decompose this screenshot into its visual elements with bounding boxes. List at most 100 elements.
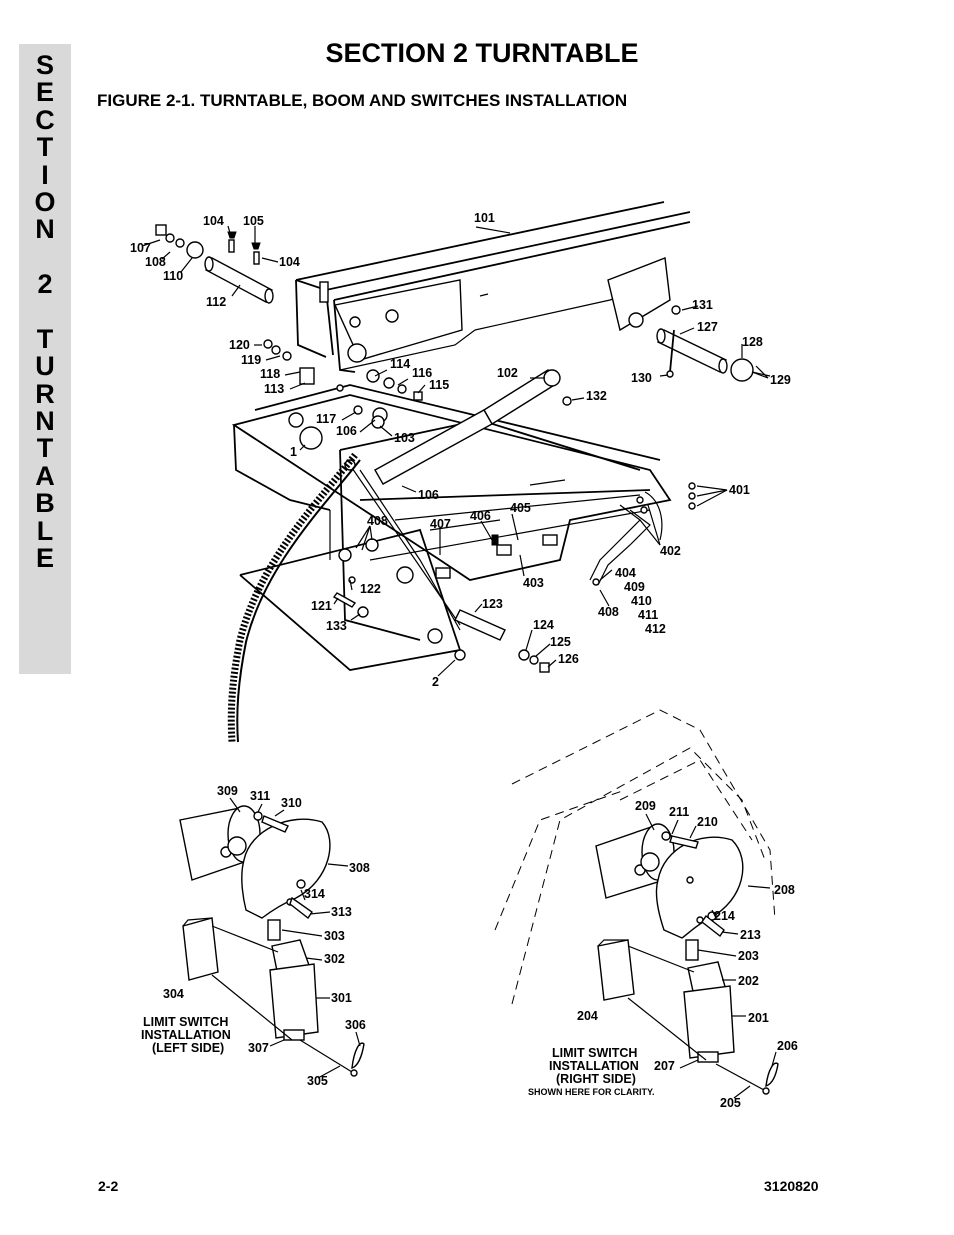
callout-119: 119 (241, 353, 261, 367)
callout-1: 1 (290, 445, 297, 459)
side-tab-letter: S (35, 50, 54, 80)
leader-lines-top (141, 225, 769, 677)
boom-drawing (295, 201, 691, 373)
caption-right-note: SHOWN HERE FOR CLARITY. (528, 1087, 655, 1097)
limit-switch-left-drawing (179, 797, 365, 1079)
callout-410: 410 (631, 594, 652, 608)
callout-205: 205 (720, 1096, 741, 1110)
callout-311: 311 (250, 789, 270, 803)
side-tab-letter: E (35, 543, 54, 574)
callout-127: 127 (697, 320, 718, 334)
callout-130: 130 (631, 371, 652, 385)
callout-314: 314 (304, 887, 325, 901)
callout-128: 128 (742, 335, 763, 349)
caption-left-line2: INSTALLATION (141, 1028, 231, 1042)
callout-104b: 104 (279, 255, 300, 269)
callout-131: 131 (692, 298, 713, 312)
callout-210: 210 (697, 815, 718, 829)
callout-214: 214 (714, 909, 735, 923)
caption-left: LIMIT SWITCH INSTALLATION (LEFT SIDE) (141, 1015, 231, 1055)
callout-121: 121 (311, 599, 332, 613)
callout-208: 208 (774, 883, 795, 897)
callout-106b: 106 (418, 488, 439, 502)
caption-right-line3: (RIGHT SIDE) (556, 1072, 636, 1086)
callout-113: 113 (264, 382, 284, 396)
callout-206: 206 (777, 1039, 798, 1053)
callout-112: 112 (206, 295, 226, 309)
callout-102: 102 (497, 366, 518, 380)
callout-129: 129 (770, 373, 791, 387)
callout-401: 401 (729, 483, 750, 497)
side-tab-letter: A (35, 460, 55, 491)
callout-116: 116 (412, 366, 432, 380)
callout-117: 117 (316, 412, 336, 426)
side-tab-letter: I (41, 159, 49, 190)
callout-104a: 104 (203, 214, 224, 228)
callout-101: 101 (474, 211, 495, 225)
pin-assembly-112 (155, 224, 274, 304)
side-tab-letter: U (35, 351, 55, 382)
callout-406: 406 (470, 509, 491, 523)
callout-201: 201 (748, 1011, 769, 1025)
turntable-drawing (231, 339, 672, 673)
callout-403: 403 (523, 576, 544, 590)
callout-118: 118 (260, 367, 280, 381)
callout-133: 133 (326, 619, 347, 633)
callout-106a: 106 (336, 424, 357, 438)
callout-107: 107 (130, 241, 151, 255)
callout-412: 412 (645, 622, 666, 636)
callout-122: 122 (360, 582, 381, 596)
callout-105: 105 (243, 214, 264, 228)
callout-125: 125 (550, 635, 571, 649)
callout-409: 409 (624, 580, 645, 594)
callout-307: 307 (248, 1041, 269, 1055)
callout-305: 305 (307, 1074, 328, 1088)
callout-114: 114 (390, 357, 410, 371)
caption-right-line1: LIMIT SWITCH (552, 1046, 637, 1060)
callout-labels: 101 104 105 107 108 110 104 112 131 127 … (130, 211, 798, 1110)
callout-115: 115 (429, 378, 449, 392)
callout-124: 124 (533, 618, 554, 632)
callout-120: 120 (229, 338, 250, 352)
callout-202: 202 (738, 974, 759, 988)
side-tab-letter: N (35, 406, 55, 437)
callout-411: 411 (638, 608, 658, 622)
document-number: 3120820 (764, 1178, 819, 1194)
side-tab-letter: L (36, 515, 54, 546)
callout-207: 207 (654, 1059, 675, 1073)
callout-303: 303 (324, 929, 345, 943)
callout-301: 301 (331, 991, 352, 1005)
side-tab-letter: B (35, 488, 55, 519)
figure-title: FIGURE 2-1. TURNTABLE, BOOM AND SWITCHES… (97, 91, 628, 110)
callout-209: 209 (635, 799, 656, 813)
callout-203: 203 (738, 949, 759, 963)
callout-211: 211 (669, 805, 689, 819)
callout-310: 310 (281, 796, 302, 810)
hoses-and-cable (227, 452, 696, 743)
caption-right: LIMIT SWITCH INSTALLATION (RIGHT SIDE) S… (528, 1046, 655, 1097)
callout-204: 204 (577, 1009, 598, 1023)
callout-408a: 408 (367, 514, 388, 528)
callout-306: 306 (345, 1018, 366, 1032)
callout-132: 132 (586, 389, 607, 403)
page-number: 2-2 (98, 1178, 119, 1194)
side-tab-letter: O (34, 186, 56, 217)
callout-407: 407 (430, 517, 451, 531)
callout-123: 123 (482, 597, 503, 611)
callout-313: 313 (331, 905, 352, 919)
callout-103: 103 (394, 431, 415, 445)
callout-110: 110 (163, 269, 183, 283)
callout-108: 108 (145, 255, 166, 269)
side-tab-letter: 2 (37, 269, 53, 300)
side-tab-letter: T (36, 323, 54, 354)
pin-assembly-127 (656, 305, 771, 382)
callout-405: 405 (510, 501, 531, 515)
callout-309: 309 (217, 784, 238, 798)
callout-126: 126 (558, 652, 579, 666)
callout-408b: 408 (598, 605, 619, 619)
caption-right-line2: INSTALLATION (549, 1059, 639, 1073)
callout-302: 302 (324, 952, 345, 966)
